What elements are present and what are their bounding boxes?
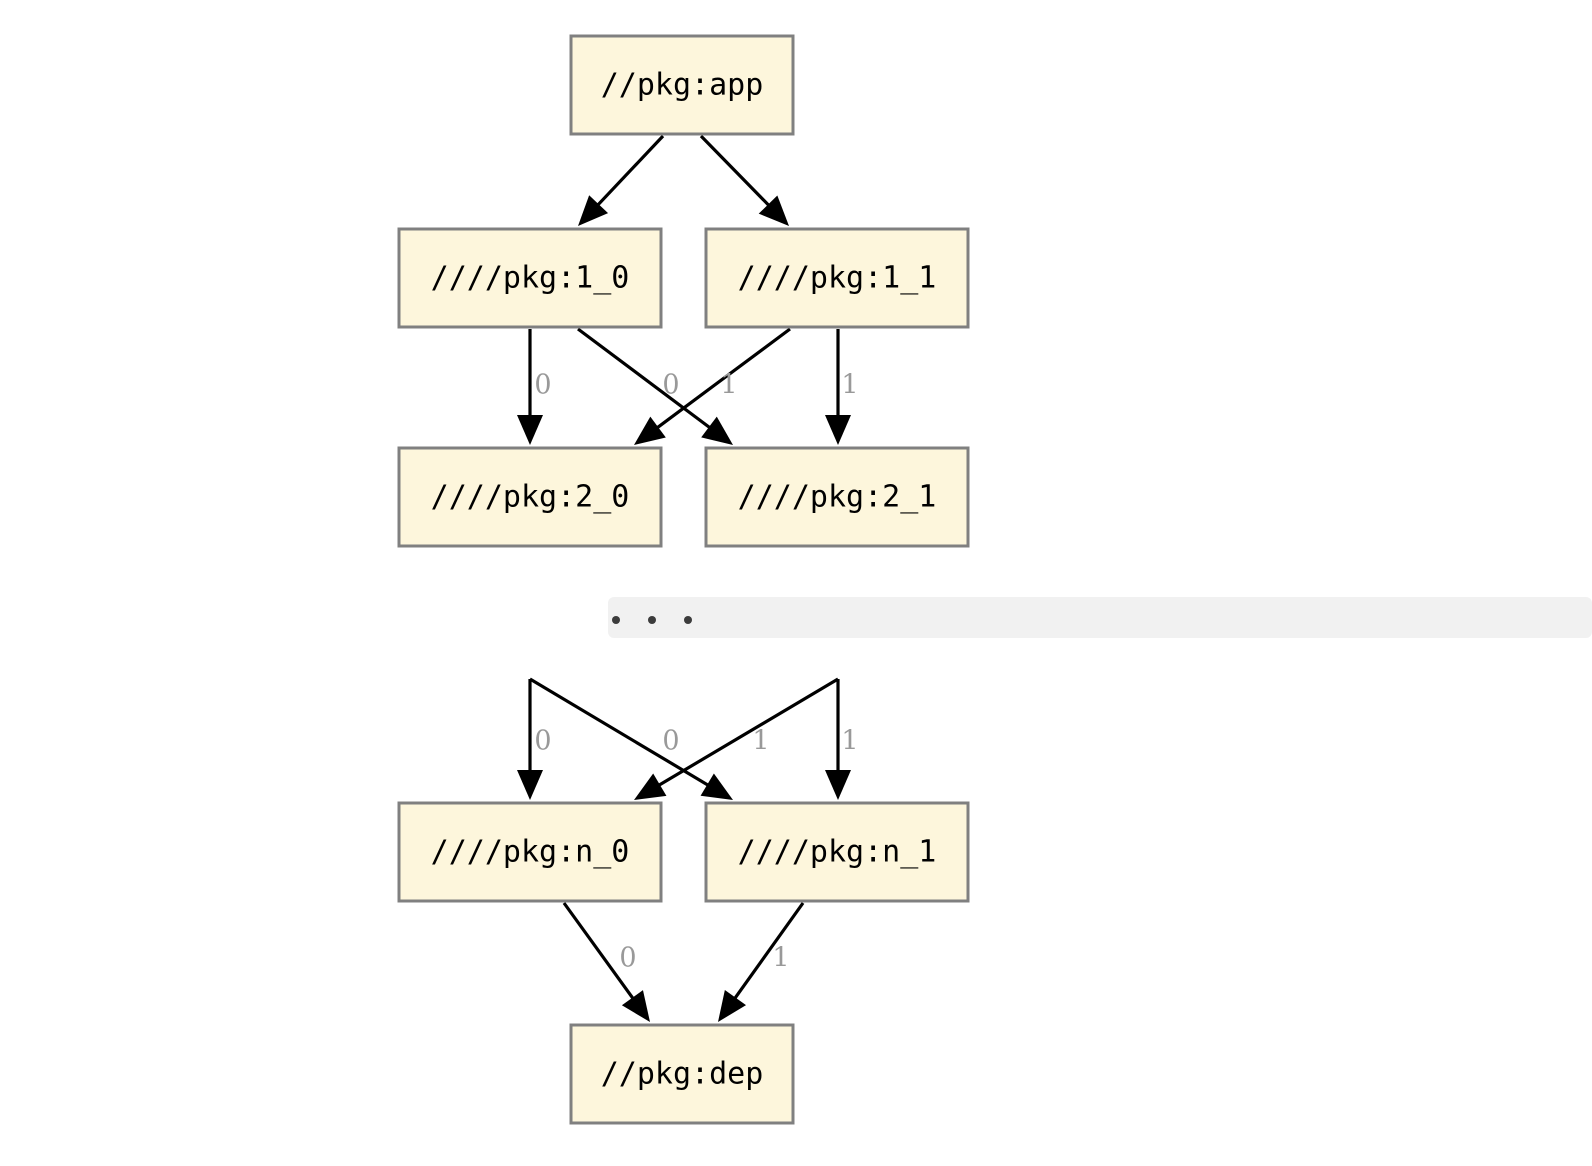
nodes-layer: //pkg:app ////pkg:1_0 ////pkg:1_1 ////pkg:2… [397,34,970,1125]
edges-layer [517,134,851,1022]
node-n2_0[interactable]: ////pkg:2_0 [397,446,663,548]
edge-app-to-n1_1 [699,134,789,226]
edge-n1_1-to-n2_1 [825,329,851,445]
node-label: ////pkg:1_0 [431,261,630,296]
node-box[interactable] [569,34,795,136]
ellipsis-dot-1 [648,616,656,624]
edge-line [699,134,774,210]
edge-label: 1 [841,726,858,757]
node-label: ////pkg:n_0 [431,835,630,870]
edge-cut-to-nn_1 [825,679,851,800]
node-box[interactable] [704,446,970,548]
ellipsis-dot-2 [684,616,692,624]
edge-line [562,902,638,1004]
edge-nn_0-to-dep [562,902,650,1022]
edge-n1_0-to-n2_0 [517,329,543,445]
edge-app-to-n1_0 [578,134,665,226]
arrowhead-icon [578,195,609,226]
edge-label: 0 [662,370,679,401]
node-box[interactable] [704,801,970,903]
arrowhead-icon [634,416,666,445]
edge-labels-layer: 0 0 1 1 0 0 1 1 0 1 [534,370,858,974]
node-label: //pkg:dep [601,1057,764,1092]
node-nn_1[interactable]: ////pkg:n_1 [704,801,970,903]
node-n1_1[interactable]: ////pkg:1_1 [704,227,970,329]
edge-line [652,327,791,432]
edge-label: 0 [662,726,679,757]
edge-label: 0 [534,370,551,401]
node-label: ////pkg:2_0 [431,480,630,515]
edge-line [593,134,665,210]
ellipsis-band [608,597,1592,638]
edge-line [577,327,715,432]
edge-label: 1 [772,943,789,974]
edge-label: 0 [619,943,636,974]
node-nn_0[interactable]: ////pkg:n_0 [397,801,663,903]
edge-cut-to-nn_1 [529,677,733,800]
node-app[interactable]: //pkg:app [569,34,795,136]
node-box[interactable] [397,227,663,329]
node-box[interactable] [397,446,663,548]
node-label: ////pkg:1_1 [738,261,937,296]
edge-line [529,677,714,790]
arrowhead-icon [825,415,851,445]
arrowhead-icon [701,416,733,445]
arrowhead-icon [700,773,733,800]
ellipsis-dot-0 [612,616,620,624]
arrowhead-icon [825,770,851,800]
arrowhead-icon [718,990,747,1022]
arrowhead-icon [517,770,543,800]
node-box[interactable] [397,801,663,903]
arrowhead-icon [634,773,667,800]
edge-cut-to-nn_0 [634,677,839,800]
edge-label: 1 [720,370,737,401]
edge-line [730,902,805,1004]
node-n2_1[interactable]: ////pkg:2_1 [704,446,970,548]
edge-label: 1 [841,370,858,401]
node-label: ////pkg:2_1 [738,480,937,515]
edge-label: 1 [752,726,769,757]
node-label: //pkg:app [601,68,764,103]
node-box[interactable] [704,227,970,329]
edge-nn_1-to-dep [718,902,805,1022]
edge-n1_0-to-n2_1 [577,327,733,445]
arrowhead-icon [517,415,543,445]
arrowhead-icon [758,195,789,226]
edge-cut-to-nn_0 [517,679,543,800]
node-label: ////pkg:n_1 [738,835,937,870]
node-dep[interactable]: //pkg:dep [569,1023,795,1125]
edge-line [653,677,839,790]
arrowhead-icon [621,990,650,1022]
node-box[interactable] [569,1023,795,1125]
node-n1_0[interactable]: ////pkg:1_0 [397,227,663,329]
ellipsis-separator [608,597,1592,638]
edge-n1_1-to-n2_0 [634,327,791,445]
edge-label: 0 [534,726,551,757]
